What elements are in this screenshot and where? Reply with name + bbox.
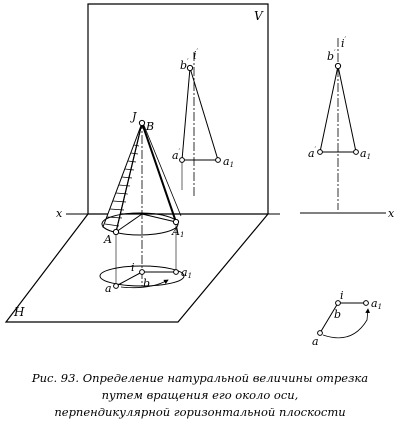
vertical-plane-v: [87, 3, 269, 214]
point-a-marker: [113, 283, 119, 289]
point-B-label: B: [145, 120, 154, 133]
rotation-arc-top: [322, 308, 371, 339]
point-a1-marker: [173, 269, 179, 275]
horizontal-plane-h: [4, 213, 270, 323]
point-A1-marker: [172, 218, 180, 226]
rotation-arc-pictorial: [120, 279, 169, 289]
caption-line-1: Рис. 93. Определение натуральной величин…: [31, 371, 369, 385]
r-point-a-front-marker: [317, 149, 323, 155]
x-axis-right-label: x: [388, 207, 395, 220]
frontal-triangle-right: [319, 65, 357, 153]
r-point-i-top-marker: [335, 300, 341, 306]
point-B-marker: [138, 119, 146, 127]
r-point-i-front-label: i′: [341, 36, 347, 50]
radius-A1: [141, 213, 177, 223]
point-b-front-label: b′: [180, 58, 189, 72]
caption-line-2: путем вращения его около оси,: [101, 388, 299, 402]
point-A-label: A: [103, 233, 112, 246]
r-point-b-top-label: b: [334, 308, 341, 321]
r-point-a1-front-label: a1: [360, 147, 371, 161]
rotation-method-diagram: V H x x J B A A1 i a a1 b b′ i′ a′ a1 b′…: [4, 3, 395, 348]
point-i-front-label: i′: [193, 48, 199, 62]
point-a1-front-label: a1: [223, 155, 234, 169]
point-a1-front-marker: [215, 157, 221, 163]
projection-ia: [115, 271, 143, 287]
r-point-b-front-label: b′: [327, 49, 336, 63]
point-a-front-label: a′: [172, 148, 181, 162]
segment-B-outer: [142, 122, 182, 217]
x-axis-left-label: x: [56, 207, 63, 220]
r-point-a1-front-marker: [353, 149, 359, 155]
cone-hatched-surface: [102, 122, 143, 233]
frontal-triangle-pictorial: [181, 67, 219, 161]
radius-A: [115, 213, 143, 233]
r-point-b-front-marker: [334, 62, 342, 70]
r-point-a1-top-marker: [363, 300, 369, 306]
horizontal-projection-circle: [99, 265, 185, 287]
r-point-a-front-label: a′: [308, 146, 317, 160]
point-a1-h-label: a1: [181, 266, 192, 280]
point-b-front-marker: [186, 64, 194, 72]
caption-line-3: перпендикулярной горизонтальной плоскост…: [54, 405, 346, 419]
point-b-h-label: b: [143, 277, 150, 290]
point-A-marker: [112, 228, 120, 236]
figure-caption: Рис. 93. Определение натуральной величин…: [0, 370, 400, 421]
r-point-i-top-label: i: [340, 289, 344, 302]
point-i-h-label: i: [131, 261, 135, 274]
segment-A1B: [141, 122, 177, 223]
r-point-a-top-label: a: [312, 335, 319, 348]
point-A1-label: A1: [171, 225, 184, 239]
point-a-front-marker: [179, 157, 185, 163]
plane-v-label: V: [254, 9, 264, 23]
point-J-label: J: [130, 110, 137, 123]
point-i-marker: [139, 269, 145, 275]
r-point-a-top-marker: [317, 330, 323, 336]
segment-AB: [115, 122, 143, 233]
plane-h-label: H: [13, 305, 25, 319]
top-view-ia: [319, 302, 339, 334]
r-point-a1-top-label: a1: [371, 297, 382, 311]
point-a-h-label: a: [105, 282, 112, 295]
